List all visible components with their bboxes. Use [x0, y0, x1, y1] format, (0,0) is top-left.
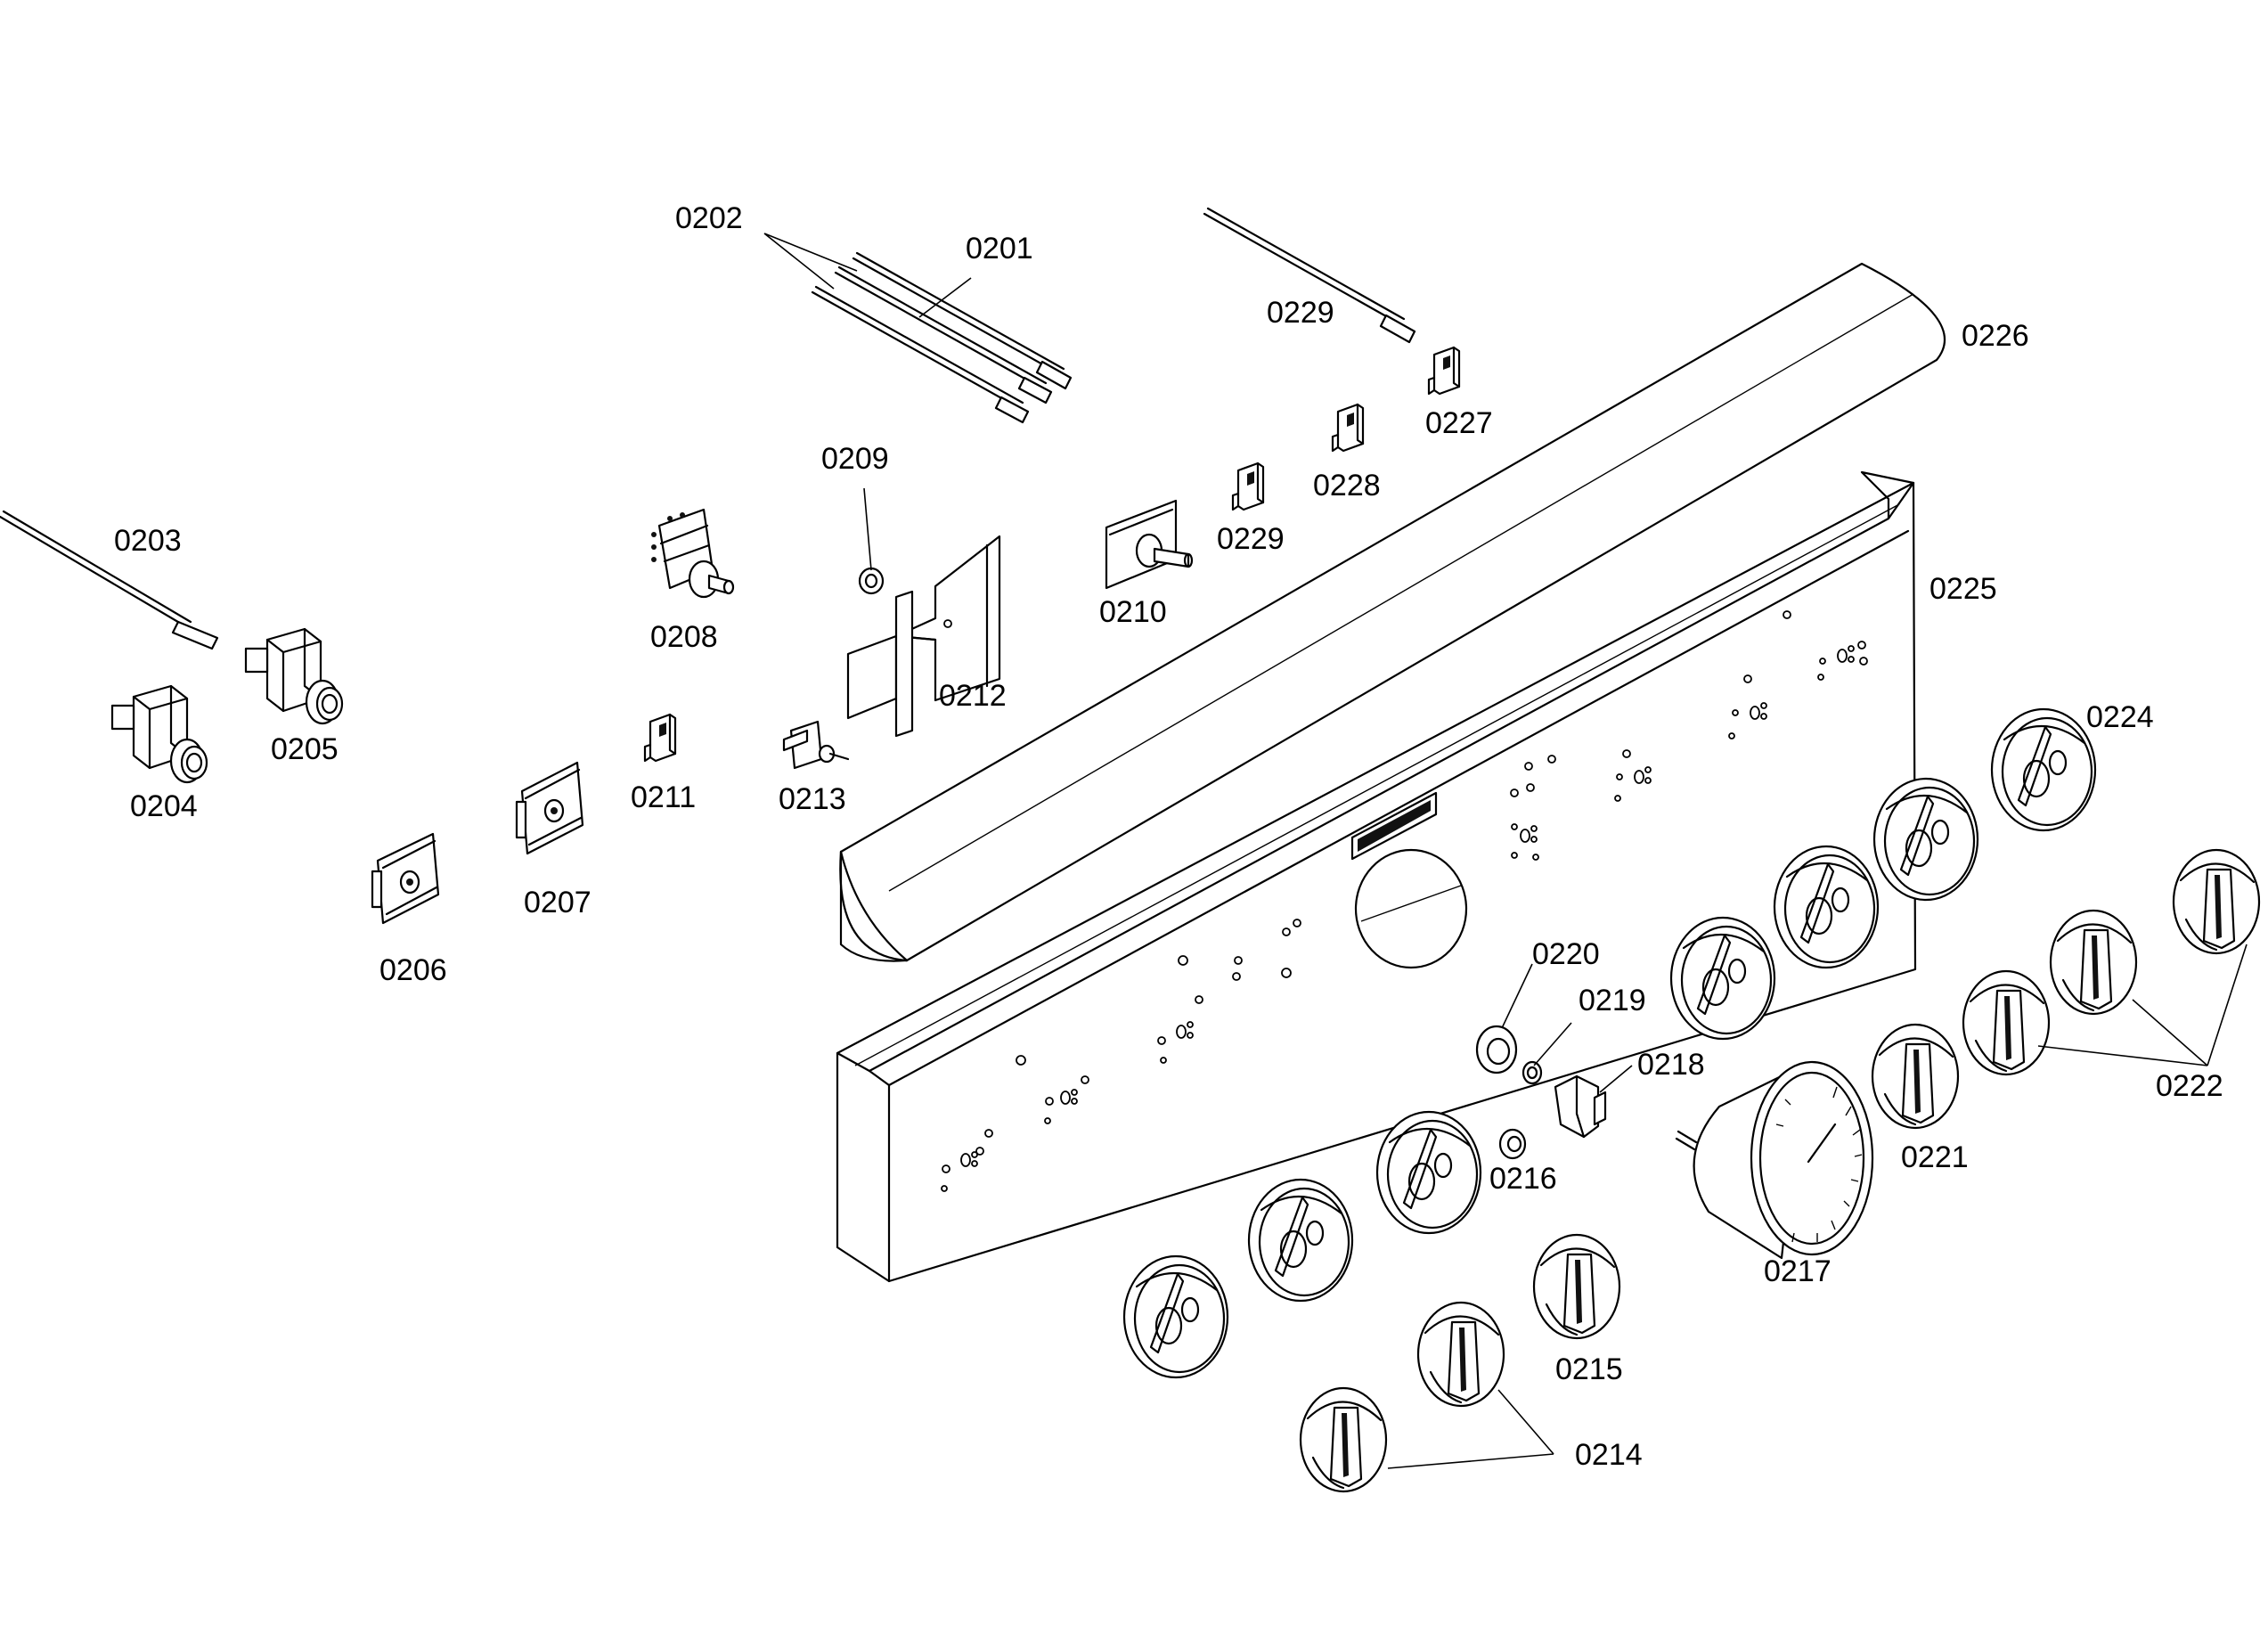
bracket-0212 — [846, 535, 1001, 738]
label-0205: 0205 — [271, 732, 339, 766]
label-0209: 0209 — [821, 442, 889, 476]
label-0208: 0208 — [650, 620, 718, 654]
label-0226: 0226 — [1962, 319, 2029, 353]
label-0229a: 0229 — [1217, 522, 1285, 556]
dial-0224-d — [1669, 916, 1776, 1041]
switch-0210 — [1105, 499, 1194, 590]
knob-0214-a — [1416, 1301, 1505, 1408]
label-0220: 0220 — [1532, 937, 1600, 971]
switch-0227 — [1427, 346, 1461, 396]
probe-0202-lower — [811, 285, 1030, 424]
control-0206 — [371, 832, 440, 925]
dial-0224-b — [1872, 777, 1979, 902]
dial-0214-a — [1375, 1110, 1482, 1235]
panel-holes — [941, 610, 1868, 1192]
cap-0216 — [1498, 1128, 1527, 1160]
switch-0208 — [651, 508, 735, 599]
dial-0214-c — [1122, 1254, 1229, 1379]
label-0225: 0225 — [1929, 572, 1997, 606]
label-0207: 0207 — [524, 886, 591, 919]
switch-0229 — [1231, 462, 1265, 511]
bracket-0218 — [1554, 1074, 1607, 1139]
label-0212: 0212 — [939, 679, 1007, 713]
knob-0221 — [1871, 1023, 1960, 1130]
label-0217: 0217 — [1764, 1254, 1832, 1288]
dial-0224-c — [1773, 845, 1880, 969]
switch-0228 — [1331, 403, 1365, 453]
part-labels: 0201 0202 0203 0204 0205 0206 0207 0208 … — [114, 201, 2223, 1472]
probe-0202-upper — [834, 266, 1053, 404]
panel-0226 — [839, 262, 1946, 962]
label-0201: 0201 — [966, 232, 1033, 266]
label-0210: 0210 — [1099, 595, 1167, 629]
label-0211: 0211 — [631, 780, 696, 814]
washer-0219 — [1522, 1060, 1543, 1085]
probe-0203 — [0, 510, 219, 650]
label-0206: 0206 — [379, 953, 447, 987]
valve-0205 — [244, 627, 344, 725]
control-0207 — [515, 761, 584, 855]
label-0222: 0222 — [2156, 1069, 2223, 1103]
label-0229b: 0229 — [1267, 296, 1334, 330]
nut-0209 — [858, 567, 885, 595]
dial-0224-a — [1990, 707, 2097, 832]
label-0202: 0202 — [675, 201, 743, 235]
gauge-0217 — [1675, 1060, 1874, 1260]
switch-0211 — [643, 713, 677, 763]
dial-0214-b — [1247, 1178, 1354, 1303]
leader-lines — [763, 233, 2248, 1469]
ring-0220 — [1475, 1025, 1518, 1074]
label-0215: 0215 — [1555, 1352, 1623, 1386]
panel-0225 — [836, 470, 1917, 1283]
knob-0222-b — [2049, 909, 2138, 1016]
valve-0204 — [110, 684, 208, 784]
label-0213: 0213 — [779, 782, 846, 816]
label-0227: 0227 — [1425, 406, 1493, 440]
label-0219: 0219 — [1579, 984, 1646, 1017]
label-0216: 0216 — [1489, 1162, 1557, 1196]
knob-0215 — [1532, 1233, 1621, 1340]
probe-0201 — [852, 251, 1073, 390]
label-0204: 0204 — [130, 789, 198, 823]
probe-0229 — [1203, 207, 1416, 344]
label-0214: 0214 — [1575, 1438, 1643, 1472]
knob-0214-b — [1299, 1386, 1388, 1493]
label-0221: 0221 — [1901, 1140, 1969, 1174]
label-0218: 0218 — [1637, 1048, 1705, 1082]
knob-0222-c — [1962, 969, 2051, 1076]
switch-0213 — [782, 720, 850, 770]
label-0203: 0203 — [114, 524, 182, 558]
label-0228: 0228 — [1313, 469, 1381, 502]
knob-0222-a — [2172, 848, 2261, 955]
label-0224: 0224 — [2086, 700, 2154, 734]
